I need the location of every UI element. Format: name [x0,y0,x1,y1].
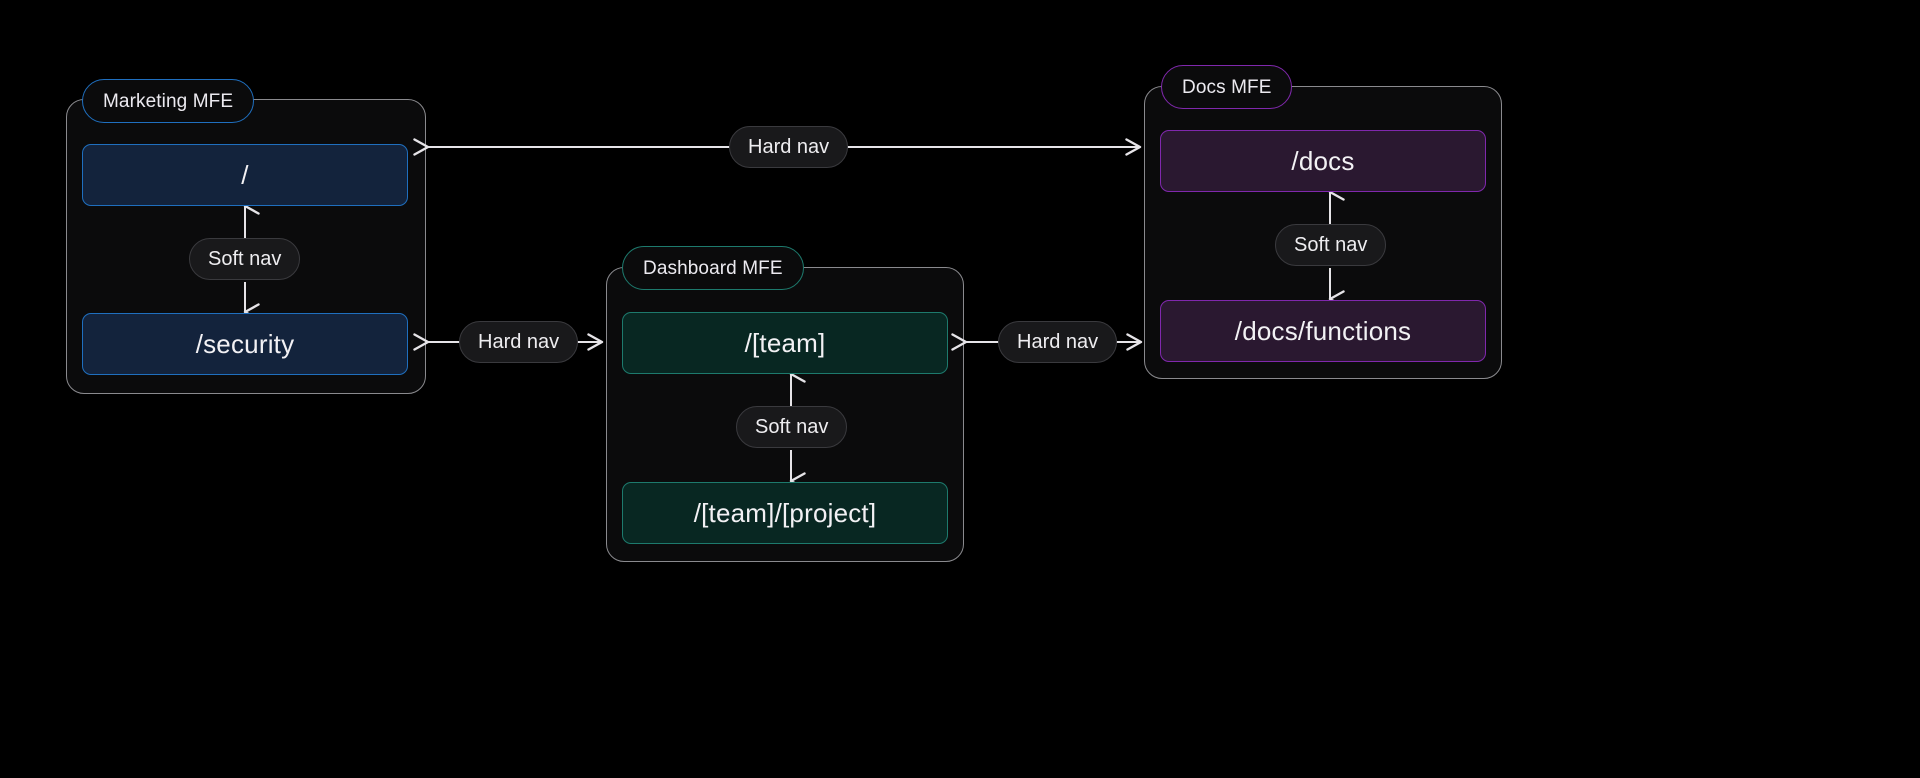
node-marketing-security[interactable]: /security [82,313,408,375]
node-docs-root[interactable]: /docs [1160,130,1486,192]
node-label: / [241,159,249,190]
edge-label-marketing-soft-nav: Soft nav [189,238,301,280]
edge-label-hard-nav-right: Hard nav [998,321,1118,363]
edge-label-text: Soft nav [208,248,282,270]
edge-label-hard-nav-top: Hard nav [729,126,849,168]
edge-label-text: Hard nav [1017,331,1099,353]
edge-label-docs-soft-nav: Soft nav [1275,224,1387,266]
edge-label-text: Hard nav [478,331,560,353]
node-label: /[team] [744,327,826,358]
edge-label-hard-nav-left: Hard nav [459,321,579,363]
node-dashboard-project[interactable]: /[team]/[project] [622,482,948,544]
node-label: /[team]/[project] [693,497,877,528]
group-title-docs-mfe: Docs MFE [1161,65,1293,109]
group-title-marketing-mfe: Marketing MFE [82,79,255,123]
node-docs-functions[interactable]: /docs/functions [1160,300,1486,362]
group-title-label: Docs MFE [1182,76,1272,98]
group-title-label: Dashboard MFE [643,257,783,279]
edge-label-dashboard-soft-nav: Soft nav [736,406,848,448]
node-label: /security [195,328,295,359]
node-dashboard-team[interactable]: /[team] [622,312,948,374]
edge-label-text: Hard nav [748,136,830,158]
edge-label-text: Soft nav [1294,234,1368,256]
node-marketing-root[interactable]: / [82,144,408,206]
edge-label-text: Soft nav [755,416,829,438]
node-label: /docs [1291,145,1355,176]
group-title-dashboard-mfe: Dashboard MFE [622,246,804,290]
group-title-label: Marketing MFE [103,90,234,112]
node-label: /docs/functions [1234,315,1412,346]
